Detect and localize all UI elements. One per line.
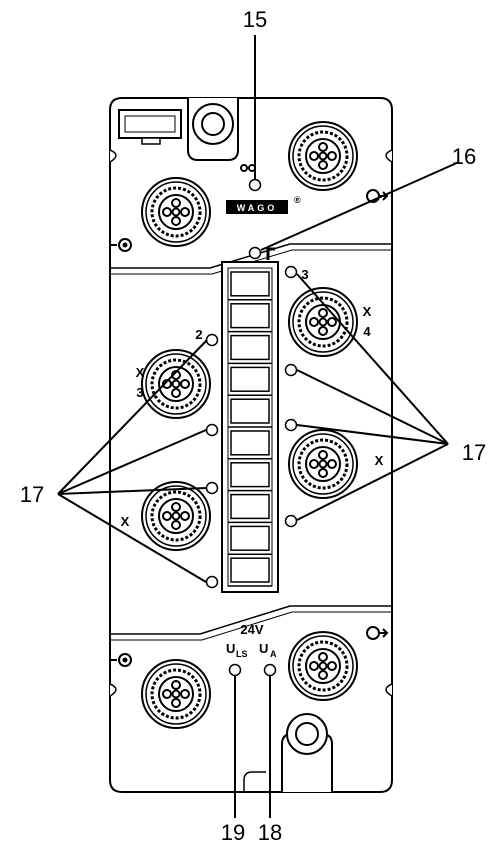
x4-label-number: 4 — [363, 324, 371, 339]
x-lower-right-label: X — [375, 453, 384, 468]
callout-18: 18 — [258, 820, 282, 845]
ground-symbol-top — [110, 238, 132, 252]
marker-cell — [230, 430, 270, 456]
connector-top-right — [287, 120, 359, 192]
marker-cell — [230, 525, 270, 551]
marker-cell — [230, 493, 270, 520]
connector-bottom-left — [140, 658, 212, 730]
bottom-clip — [243, 771, 266, 792]
callout-17-right: 17 — [462, 440, 486, 465]
voltage-label: 24V — [240, 622, 263, 637]
lower-section-divider-inner — [110, 611, 392, 641]
callout-15: 15 — [243, 7, 267, 32]
x4-label-letter: X — [363, 304, 372, 319]
connector-x3 — [140, 348, 212, 420]
marker-cell — [230, 366, 270, 392]
x-lower-left-label: X — [121, 514, 130, 529]
led-x4-a — [284, 265, 298, 279]
x3-label-number: 3 — [136, 385, 143, 400]
grounding-screw-top — [187, 98, 239, 161]
callout-16: 16 — [452, 144, 476, 169]
marker-cell — [230, 557, 270, 583]
ground-symbol-bottom — [110, 653, 132, 667]
led-x3-a — [205, 333, 219, 347]
connector-bottom-right — [287, 630, 359, 702]
led-lower-left-a — [205, 481, 219, 495]
led-lower-right-b — [284, 514, 298, 528]
led-lower-left-b — [205, 575, 219, 589]
x3-label-letter: X — [136, 365, 145, 380]
brand-logo-text: WAGO — [237, 203, 278, 213]
led-15 — [248, 178, 262, 192]
connector-lower-left — [140, 480, 212, 552]
callout-17-left: 17 — [20, 482, 44, 507]
label-tab — [118, 109, 182, 145]
led-ua — [263, 663, 277, 677]
led-lower-right-a — [284, 418, 298, 432]
led-x3-b — [205, 423, 219, 437]
led-x4-b — [284, 363, 298, 377]
brand-logo: WAGO ® — [226, 195, 301, 214]
marker-cell — [230, 398, 270, 424]
registered-mark: ® — [294, 195, 301, 205]
marker-strip — [221, 261, 279, 593]
output-symbol-bottom — [366, 626, 389, 640]
leader-lines — [57, 35, 460, 818]
marker-cell — [230, 334, 270, 361]
led-number-3: 3 — [301, 267, 308, 282]
marker-cell — [230, 303, 270, 329]
uls-subscript: LS — [236, 649, 248, 659]
connector-x4 — [287, 286, 359, 358]
uls-label: U — [226, 641, 235, 656]
led-number-2: 2 — [195, 327, 202, 342]
connector-top-left — [140, 176, 212, 248]
mounting-slots — [109, 149, 393, 697]
callout-19: 19 — [221, 820, 245, 845]
led-uls — [228, 663, 242, 677]
marker-cell — [230, 462, 270, 488]
ua-subscript: A — [270, 649, 277, 659]
marker-cell — [230, 271, 270, 297]
ua-label: U — [259, 641, 268, 656]
grounding-screw-bottom — [281, 713, 333, 792]
led-16 — [248, 246, 262, 260]
lower-section-divider — [110, 605, 392, 635]
connector-lower-right — [287, 428, 359, 500]
flag-symbol — [266, 247, 275, 260]
